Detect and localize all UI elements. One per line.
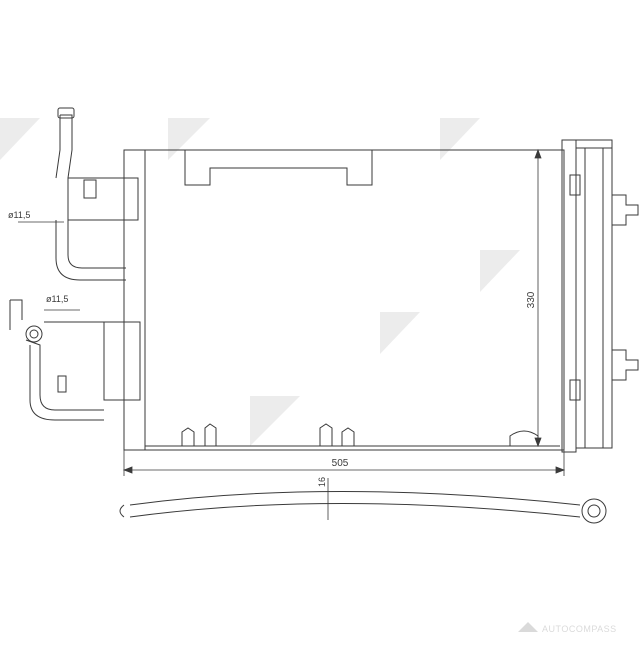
thickness-dimension-label: 16 bbox=[317, 477, 327, 487]
watermark-stripes bbox=[0, 118, 520, 446]
top-view-fitting bbox=[581, 498, 607, 524]
condenser-core bbox=[123, 149, 565, 451]
outlet-pipe bbox=[9, 299, 23, 330]
right-bracket-bottom bbox=[612, 349, 639, 381]
bottom-clip-right bbox=[509, 430, 539, 446]
receiver-dryer-inner bbox=[575, 147, 613, 449]
autocompass-logo: AUTOCOMPASS bbox=[518, 622, 617, 634]
watermark-brand-text: AUTOCOMPASS bbox=[542, 624, 617, 634]
bottom-clip-middle bbox=[319, 423, 355, 446]
top-view-profile bbox=[129, 491, 581, 518]
pipe-diameter-top-label: ø11,5 bbox=[8, 210, 30, 220]
outlet-fitting bbox=[25, 325, 43, 343]
left-header-top bbox=[67, 177, 139, 221]
inlet-pipe bbox=[55, 114, 73, 179]
pipe-diameter-bottom-label: ø11,5 bbox=[46, 294, 68, 304]
bottom-clip-left bbox=[181, 423, 217, 446]
height-dimension-label: 330 bbox=[526, 291, 537, 308]
left-header-bottom bbox=[103, 321, 141, 401]
right-bracket-top bbox=[612, 194, 639, 226]
width-dimension-label: 505 bbox=[332, 458, 349, 469]
condenser-outline bbox=[9, 107, 639, 524]
dimension-lines bbox=[18, 148, 566, 520]
top-bracket bbox=[184, 150, 373, 186]
